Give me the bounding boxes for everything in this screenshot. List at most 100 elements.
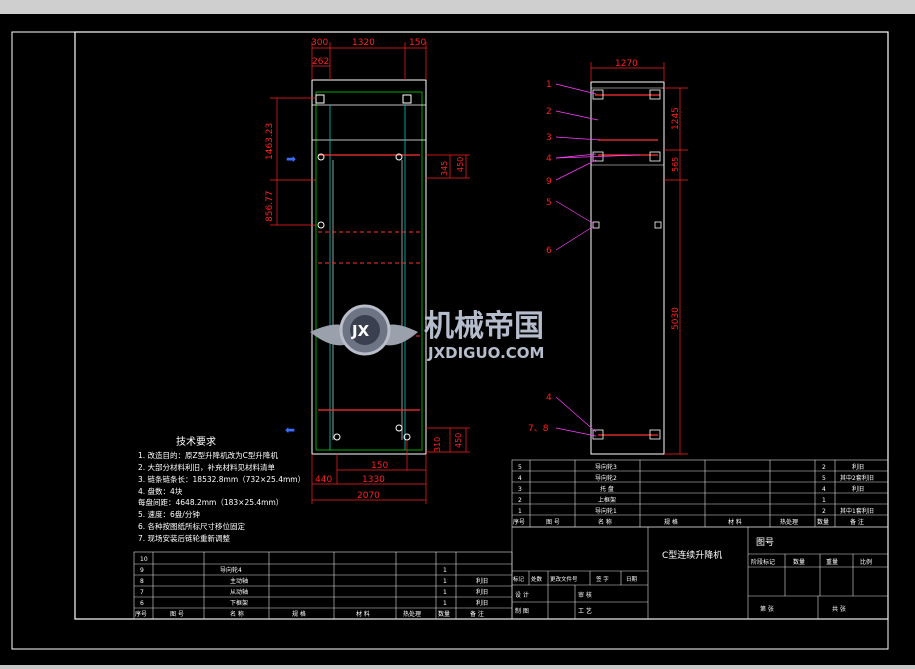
- tech-item: 5. 速度：6盘/分钟: [138, 509, 200, 519]
- tech-item: 1. 改造目的：原Z型升降机改为C型升降机: [138, 450, 278, 460]
- rev-header: 处数: [531, 575, 543, 583]
- tech-requirements: 技术要求 1. 改造目的：原Z型升降机改为C型升降机 2. 大部分材料利旧，补充…: [138, 435, 305, 543]
- bom-header: 备 注: [470, 610, 484, 618]
- bom-header: 数量: [817, 518, 829, 526]
- bom-name: 下框架: [230, 599, 248, 607]
- stage-mark: 阶段标记: [751, 558, 775, 566]
- watermark-logo: JX 机械帝国 JXDIGUO.COM: [310, 304, 544, 362]
- bom-header: 名 称: [598, 518, 612, 526]
- tech-item: 6. 各种按图纸所标尺寸移位固定: [138, 521, 246, 531]
- dim-2070: 2070: [357, 491, 380, 501]
- bom-header: 序号: [513, 518, 525, 526]
- bom-name: 导向轮1: [595, 507, 617, 515]
- dim-565: 565: [671, 157, 680, 172]
- dim-310: 310: [433, 437, 442, 452]
- role-label: 审 核: [578, 591, 592, 599]
- callout-4b: 4: [546, 393, 552, 403]
- bom-right-table: [511, 459, 889, 528]
- bom-no: 7: [140, 589, 144, 596]
- bom-qty: 1: [443, 600, 447, 607]
- window-title-bar: [0, 0, 915, 15]
- bom-no: 6: [140, 600, 144, 607]
- bom-header: 材 料: [356, 610, 370, 618]
- dim-150: 150: [409, 38, 426, 48]
- role-label: 工 艺: [578, 607, 592, 615]
- bom-qty: 4: [822, 486, 826, 493]
- dim-1245: 1245: [671, 107, 681, 130]
- bom-mat: 利旧: [476, 599, 488, 607]
- dim-440: 440: [315, 475, 332, 485]
- dim-450-lower: 450: [454, 433, 463, 448]
- left-view-outline: [311, 79, 427, 455]
- dim-1270: 1270: [615, 59, 638, 69]
- rev-header: 签 字: [596, 575, 609, 583]
- bom-header: 材 料: [728, 518, 742, 526]
- bom-no: 5: [518, 464, 522, 471]
- bom-no: 8: [140, 578, 144, 585]
- bom-qty: 1: [443, 567, 447, 574]
- tech-item: 4. 盘数：4块: [138, 486, 183, 496]
- bom-name: 上框架: [598, 496, 616, 504]
- bom-qty: 5: [822, 475, 826, 482]
- callout-2: 2: [546, 107, 552, 117]
- tech-item: 每盘间距：4648.2mm（183×25.4mm）: [138, 497, 283, 507]
- bom-header: 图 号: [546, 519, 560, 526]
- callout-1: 1: [546, 80, 552, 90]
- drawing-canvas[interactable]: ➡ ⬅ 300 1320 150 262 1463.23 856.77: [0, 14, 915, 665]
- dim-1463: 1463.23: [265, 123, 275, 160]
- logo-letters: JX: [351, 322, 370, 340]
- arrow-icon: ⬅: [285, 423, 295, 437]
- bom-header: 名 称: [230, 610, 244, 618]
- right-view: 1270 1245 565 5030 1 2 3 4 9 5 6 4 7、8: [528, 59, 688, 455]
- bom-no: 3: [518, 486, 522, 493]
- dim-262: 262: [312, 57, 329, 67]
- role-label: 设 计: [515, 591, 529, 599]
- dim-300: 300: [311, 38, 328, 48]
- drawing-no-label: 图号: [756, 537, 774, 548]
- dim-1330: 1330: [362, 475, 385, 485]
- left-view-inner-frame: [315, 91, 423, 451]
- callout-3: 3: [546, 133, 552, 143]
- tech-title: 技术要求: [176, 435, 216, 448]
- bom-no: 2: [518, 497, 522, 504]
- drawing-title: C型连续升降机: [662, 549, 722, 561]
- scale-label: 比例: [860, 558, 872, 566]
- bom-mat: 利旧: [852, 485, 864, 493]
- watermark-title: 机械帝国: [424, 309, 544, 344]
- bom-header: 规 格: [292, 610, 306, 618]
- arrow-icon: ➡: [286, 152, 296, 166]
- right-view-outline: [590, 81, 665, 455]
- qty-label: 数量: [793, 558, 805, 566]
- bom-left-table: [133, 551, 513, 620]
- bom-header: 图 号: [170, 611, 184, 618]
- bom-qty: 1: [822, 497, 826, 504]
- left-view: ➡ ⬅ 300 1320 150 262 1463.23 856.77: [265, 38, 470, 504]
- watermark-url: JXDIGUO.COM: [427, 344, 544, 362]
- bom-qty: 2: [822, 508, 826, 515]
- callout-6: 6: [546, 246, 552, 256]
- bom-no: 4: [518, 475, 522, 482]
- bom-name: 导向轮3: [595, 463, 617, 471]
- tech-item: 2. 大部分材料利旧，补充材料见材料清单: [138, 462, 276, 472]
- sheet-no: 第 张: [760, 605, 774, 613]
- callout-4: 4: [546, 154, 552, 164]
- dim-856: 856.77: [265, 191, 275, 223]
- bom-header: 热处理: [403, 610, 421, 618]
- bom-mat: 利旧: [476, 588, 488, 596]
- bom-qty: 1: [443, 578, 447, 585]
- bom-header: 数量: [438, 610, 450, 618]
- callout-9: 9: [546, 177, 552, 187]
- title-block: [511, 526, 889, 620]
- bom-name: 导向轮2: [595, 474, 617, 482]
- bom-header: 规 格: [664, 518, 678, 526]
- dim-5030: 5030: [671, 307, 681, 330]
- bom-mat: 利旧: [476, 577, 488, 585]
- callout-7-8: 7、8: [528, 424, 549, 434]
- bom-name: 主动轴: [230, 577, 248, 585]
- bom-no: 9: [140, 567, 144, 574]
- callout-5: 5: [546, 198, 552, 208]
- bom-header: 备 注: [850, 518, 864, 526]
- bom-header: 序号: [135, 610, 147, 618]
- rev-header: 更改文件号: [550, 575, 578, 583]
- dim-450-upper: 450: [456, 157, 465, 172]
